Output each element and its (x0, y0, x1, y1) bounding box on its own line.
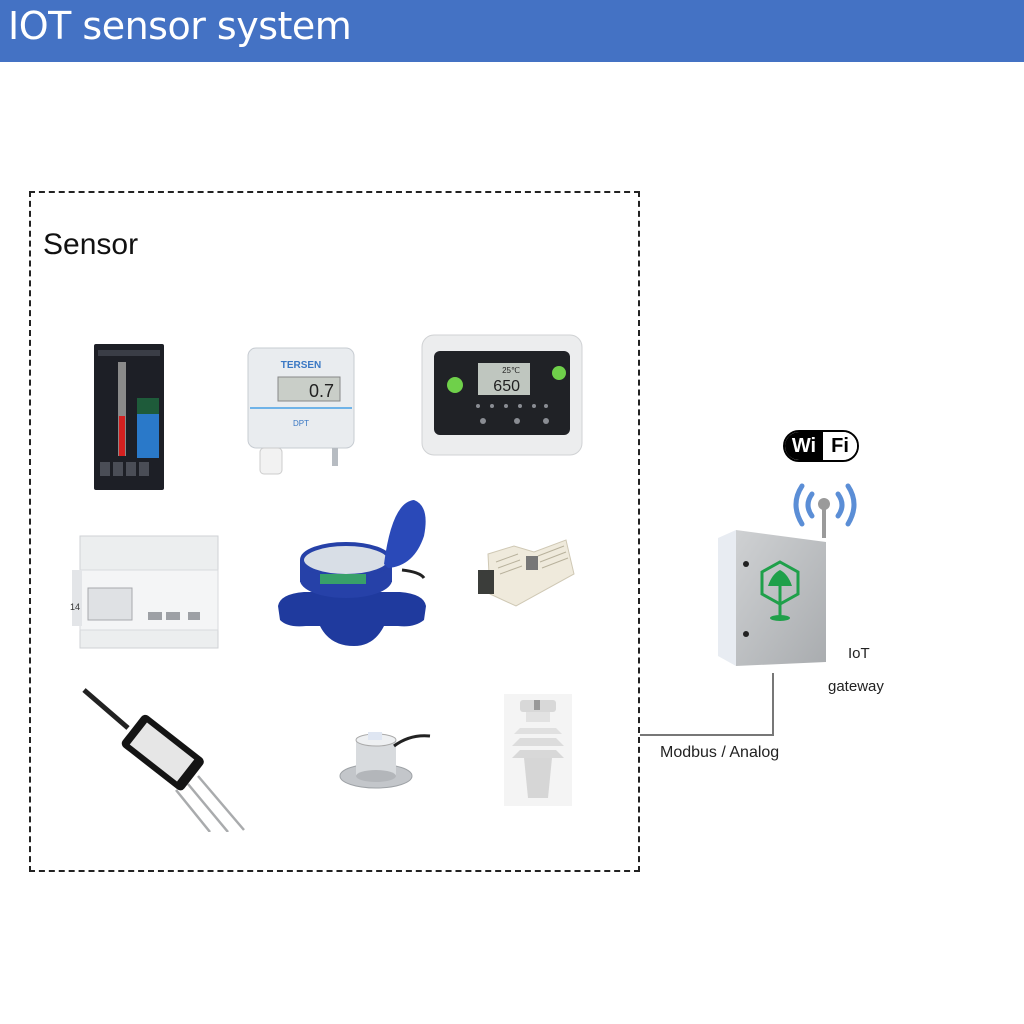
wifi-badge-right: Fi (823, 432, 857, 460)
wireless-signal-icon (790, 478, 860, 538)
wifi-logo-icon: Wi Fi (783, 430, 859, 462)
svg-text:14: 14 (70, 602, 80, 612)
differential-pressure-transmitter-image: TERSEN 0.7 DPT (246, 342, 356, 477)
connection-line-vertical (772, 673, 774, 736)
title-bar: IOT sensor system (0, 0, 1024, 62)
svg-text:TERSEN: TERSEN (281, 360, 322, 371)
humidity-module-image (474, 534, 578, 608)
weather-station-image (504, 694, 572, 806)
connection-label: Modbus / Analog (660, 744, 780, 761)
gateway-label-line1: IoT (848, 645, 870, 662)
svg-text:650: 650 (493, 378, 520, 395)
connection-line-horizontal (640, 734, 774, 736)
gateway-label-line2: gateway (828, 678, 884, 695)
svg-text:DPT: DPT (293, 419, 309, 428)
svg-text:0.7: 0.7 (309, 381, 334, 401)
page-title: IOT sensor system (8, 4, 352, 48)
solar-radiation-sensor-image (338, 726, 432, 794)
svg-text:25℃: 25℃ (502, 366, 520, 375)
iot-gateway-cabinet-image (716, 524, 828, 670)
water-meter-image (274, 496, 430, 648)
bar-graph-indicator-image (92, 344, 166, 490)
sensor-group-box (29, 191, 640, 872)
soil-probe-image (80, 686, 245, 833)
energy-meter-image: 14 (64, 530, 244, 652)
wifi-badge-left: Wi (785, 432, 823, 460)
sensor-group-label: Sensor (43, 228, 139, 261)
co2-controller-image: 25℃ 650 (420, 333, 584, 457)
